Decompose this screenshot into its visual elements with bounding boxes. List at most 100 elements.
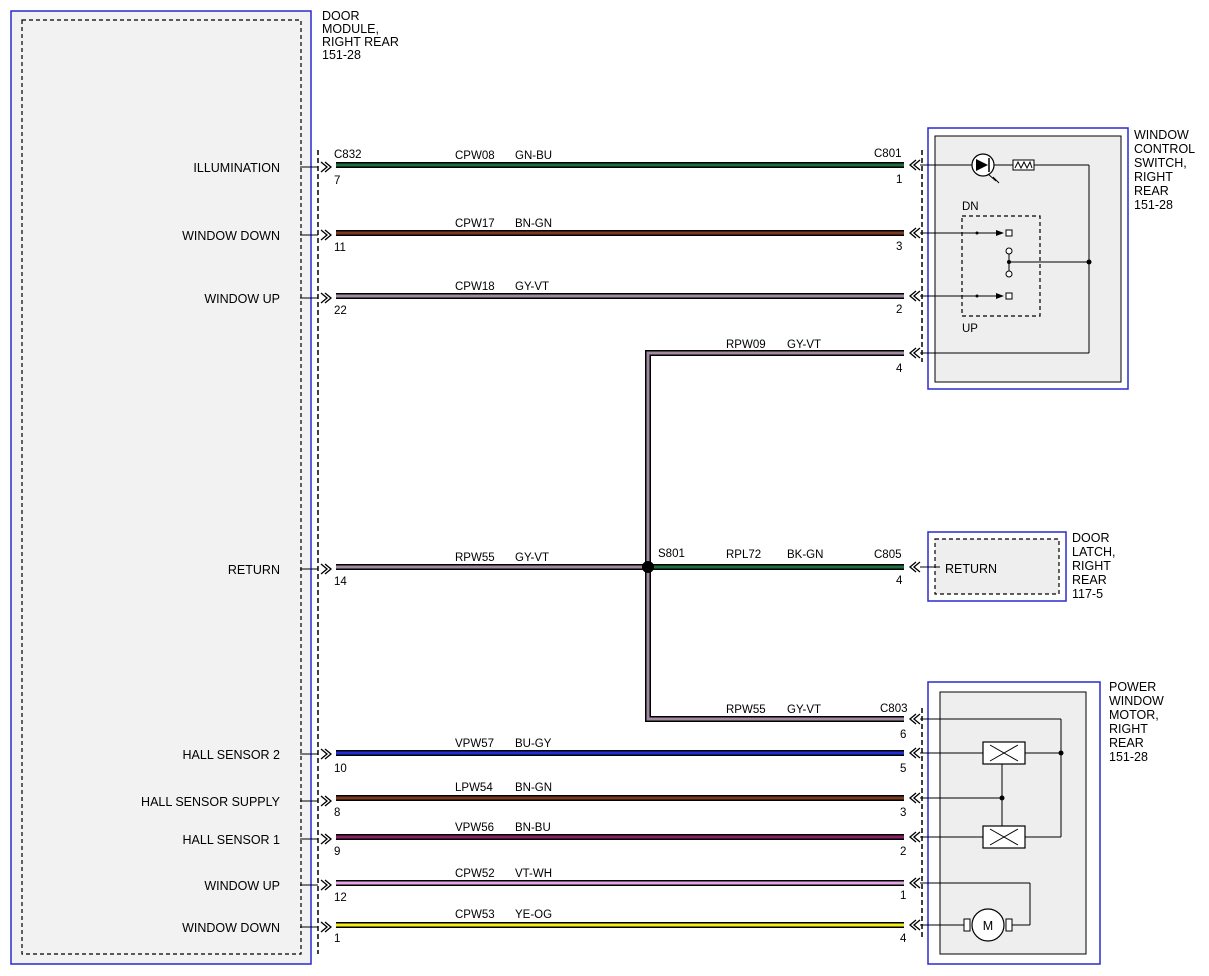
circuit-label: VPW56 [455, 822, 494, 834]
wire-color-label: GN-BU [515, 150, 552, 162]
pin-number: 3 [896, 241, 902, 253]
resistor-icon [1012, 159, 1035, 171]
latch-label-3: RIGHT [1072, 559, 1111, 573]
pin-number: 5 [900, 763, 906, 775]
circuit-label: CPW52 [455, 868, 495, 880]
wire-rpw09-branch [645, 350, 904, 722]
splice-label: S801 [658, 548, 685, 560]
circuit-label: RPW09 [726, 339, 766, 351]
circuit-label: VPW57 [455, 738, 494, 750]
motor-symbol: M [983, 919, 993, 933]
switch-label-3: SWITCH, [1134, 156, 1187, 170]
door-module-label-3: RIGHT REAR [322, 35, 399, 49]
latch-return-label: RETURN [945, 562, 997, 576]
pin-number: 8 [334, 807, 340, 819]
wire-color-label: GY-VT [515, 281, 549, 293]
pin-number: 1 [896, 174, 902, 186]
splice-dot [642, 561, 654, 573]
signal-label: WINDOW DOWN [182, 229, 280, 243]
pin-number: 14 [334, 576, 347, 588]
wire-color-label: GY-VT [515, 552, 549, 564]
pin-number: 1 [334, 933, 340, 945]
latch-label-2: LATCH, [1072, 545, 1116, 559]
pin-number: 9 [334, 846, 340, 858]
circuit-label: CPW53 [455, 909, 495, 921]
pin-number: 2 [900, 846, 906, 858]
switch-label-1: WINDOW [1134, 128, 1189, 142]
signal-label: RETURN [228, 563, 280, 577]
wire-labels: CPW08 GN-BU CPW17 BN-GN CPW18 GY-VT RPW5… [455, 150, 823, 921]
circuit-label: CPW18 [455, 281, 495, 293]
circuit-label: RPW55 [455, 552, 495, 564]
connector-label: C801 [874, 148, 902, 160]
hall-sensor-2-icon [982, 741, 1026, 765]
switch-label-4: RIGHT [1134, 170, 1173, 184]
door-latch: RETURN DOOR LATCH, RIGHT REAR 117-5 [920, 531, 1116, 602]
circuit-label: LPW54 [455, 782, 493, 794]
door-module-label-1: DOOR [322, 9, 360, 23]
latch-label-1: DOOR [1072, 531, 1110, 545]
circuit-label: CPW17 [455, 218, 495, 230]
hall-sensor-1-icon [982, 825, 1026, 849]
motor-icon: M [963, 908, 1013, 942]
wire-color-label: BN-GN [515, 218, 552, 230]
pin-number: 6 [900, 729, 906, 741]
left-connector-pins [320, 161, 333, 933]
pin-number: 22 [334, 305, 347, 317]
door-module-label-4: 151-28 [322, 48, 361, 62]
signal-label: WINDOW DOWN [182, 921, 280, 935]
wires [336, 162, 904, 928]
switch-dn-label: DN [962, 201, 979, 213]
latch-label-4: REAR [1072, 573, 1107, 587]
connector-label: C805 [874, 549, 902, 561]
pin-number: 7 [334, 175, 340, 187]
pin-number: 4 [896, 575, 903, 587]
wire-color-label: YE-OG [515, 909, 552, 921]
left-pin-numbers: C832 7 11 22 14 10 8 9 12 1 [334, 149, 362, 945]
pin-number: 1 [900, 890, 906, 902]
switch-label-5: REAR [1134, 184, 1169, 198]
circuit-label: CPW08 [455, 150, 495, 162]
switch-contact-box [961, 215, 1041, 317]
power-window-motor: M POWER WINDOW MOTOR, RIGHT REAR 151-28 [920, 680, 1164, 965]
window-control-switch: DN UP WINDOW CONTROL SWITCH, RIGHT REAR … [920, 127, 1195, 390]
signal-labels: ILLUMINATION WINDOW DOWN WINDOW UP RETUR… [141, 161, 281, 935]
switch-up-label: UP [962, 323, 978, 335]
signal-label: WINDOW UP [204, 879, 280, 893]
switch-label-6: 151-28 [1134, 198, 1173, 212]
pin-number: 12 [334, 892, 347, 904]
switch-label-2: CONTROL [1134, 142, 1195, 156]
signal-label: ILLUMINATION [193, 161, 280, 175]
right-pin-numbers: C801 1 3 2 4 C805 4 C803 6 5 3 2 1 4 [874, 148, 908, 945]
wire-color-label: VT-WH [515, 868, 552, 880]
wire-color-label: GY-VT [787, 704, 821, 716]
pin-number: 4 [896, 363, 903, 375]
wire-color-label: BK-GN [787, 549, 823, 561]
motor-label-1: POWER [1109, 680, 1156, 694]
latch-label-5: 117-5 [1072, 587, 1103, 601]
wire-color-label: BN-GN [515, 782, 552, 794]
circuit-label: RPL72 [726, 549, 761, 561]
wire-color-label: BU-GY [515, 738, 552, 750]
signal-label: HALL SENSOR SUPPLY [141, 795, 281, 809]
circuit-label: RPW55 [726, 704, 766, 716]
motor-label-4: RIGHT [1109, 722, 1148, 736]
motor-label-3: MOTOR, [1109, 708, 1159, 722]
pin-number: 2 [896, 304, 902, 316]
signal-label: HALL SENSOR 2 [183, 748, 281, 762]
signal-label: WINDOW UP [204, 292, 280, 306]
pin-number: 10 [334, 763, 347, 775]
pin-number: 3 [900, 807, 906, 819]
motor-label-5: REAR [1109, 736, 1144, 750]
wire-color-label: GY-VT [787, 339, 821, 351]
motor-label-6: 151-28 [1109, 750, 1148, 764]
motor-label-2: WINDOW [1109, 694, 1164, 708]
right-connector-pins [908, 159, 921, 931]
pin-number: 11 [334, 242, 346, 254]
pin-number: 4 [900, 933, 907, 945]
wire-color-label: BN-BU [515, 822, 551, 834]
connector-label: C803 [880, 703, 908, 715]
door-module-label-2: MODULE, [322, 22, 379, 36]
left-stubs [300, 166, 318, 928]
